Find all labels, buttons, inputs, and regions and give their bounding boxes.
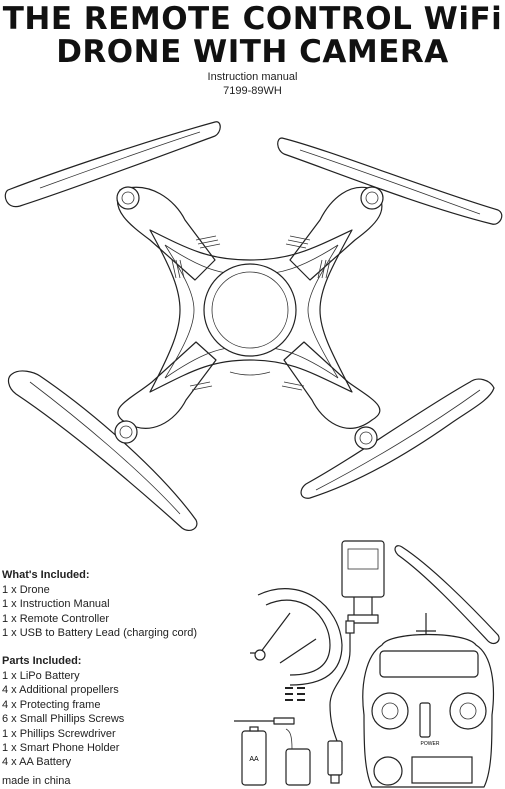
parts-included-section: Parts Included: 1 x LiPo Battery 4 x Add…: [2, 655, 124, 770]
power-label: POWER: [421, 741, 440, 747]
propeller-blade-top-left: [4, 121, 221, 208]
parts-item: 1 x LiPo Battery: [2, 670, 80, 682]
subtitle: Instruction manual: [207, 71, 298, 83]
title-line-2: DRONE WITH CAMERA: [56, 34, 449, 70]
propeller-icon: [394, 545, 500, 645]
propeller-blade-bottom-left: [7, 370, 198, 532]
model-number: 7199-89WH: [223, 85, 282, 97]
parts-item: 6 x Small Phillips Screws: [2, 713, 125, 726]
lipo-battery-icon: [285, 728, 311, 786]
remote-controller-icon: POWER: [362, 613, 495, 788]
drone-illustration: [4, 121, 503, 532]
parts-item: 4 x AA Battery: [2, 756, 72, 769]
propeller-guard-icon: [250, 588, 343, 686]
propeller-blade-top-right: [277, 137, 503, 225]
parts-item: 1 x Phillips Screwdriver: [2, 727, 116, 740]
title-line-1: THE REMOTE CONTROL WiFi: [2, 1, 503, 37]
parts-item: 4 x Additional propellers: [2, 684, 119, 697]
parts-included-heading: Parts Included:: [2, 655, 82, 667]
parts-item: 1 x Smart Phone Holder: [2, 741, 120, 754]
usb-charger-icon: [327, 740, 343, 784]
screwdriver-icon: [234, 717, 295, 725]
included-item: 1 x Instruction Manual: [2, 598, 110, 611]
included-item: 1 x Remote Controller: [2, 612, 109, 625]
phone-holder-icon: [341, 540, 385, 624]
aa-label: AA: [249, 756, 259, 763]
whats-included-heading: What's Included:: [2, 569, 90, 581]
accessories-illustration: AA POWER: [234, 540, 500, 788]
included-item: 1 x USB to Battery Lead (charging cord): [2, 627, 198, 640]
made-in-label: made in china: [2, 775, 71, 787]
included-item: 1 x Drone: [2, 584, 50, 596]
parts-item: 4 x Protecting frame: [2, 698, 101, 711]
whats-included-section: What's Included: 1 x Drone 1 x Instructi…: [2, 569, 197, 641]
aa-battery-icon: AA: [241, 726, 267, 786]
propeller-blade-bottom-right: [300, 378, 495, 499]
screws-icon: [285, 687, 305, 701]
